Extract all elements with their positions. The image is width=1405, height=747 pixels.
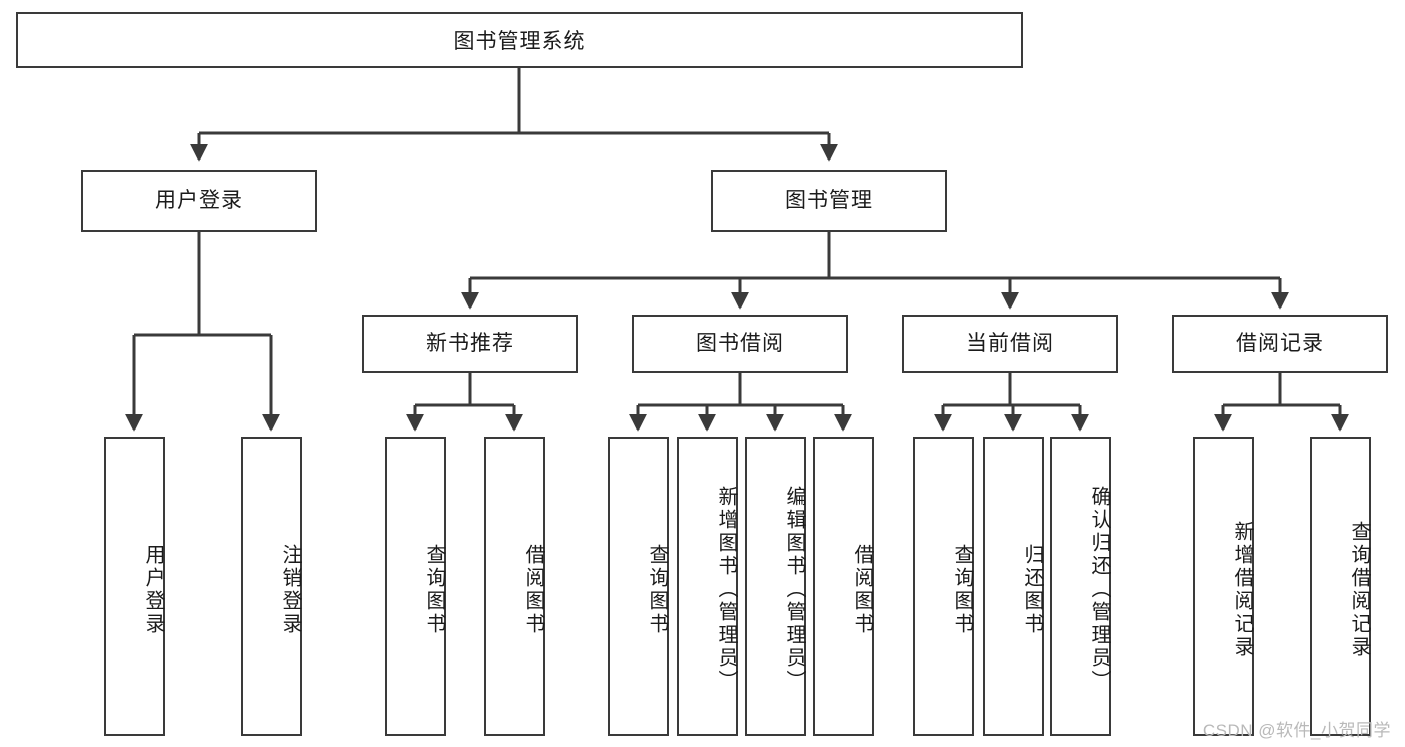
node-book-borrow-label: 图书借阅 bbox=[696, 332, 784, 356]
leaf-label: 借阅图书 bbox=[522, 543, 544, 636]
leaf-logout[interactable]: 注销登录 bbox=[241, 437, 302, 736]
leaf-label: 新增图书（管理员） bbox=[715, 486, 737, 693]
leaf-label: 归还图书 bbox=[1021, 543, 1043, 636]
node-borrow-record-label: 借阅记录 bbox=[1236, 332, 1324, 356]
leaf-add-book-admin[interactable]: 新增图书（管理员） bbox=[677, 437, 738, 736]
leaf-label: 确认归还（管理员） bbox=[1088, 486, 1110, 693]
node-borrow-record[interactable]: 借阅记录 bbox=[1172, 315, 1388, 373]
leaf-edit-book-admin[interactable]: 编辑图书（管理员） bbox=[745, 437, 806, 736]
leaf-label: 用户登录 bbox=[142, 543, 164, 636]
node-book-management[interactable]: 图书管理 bbox=[711, 170, 947, 232]
leaf-add-borrow-record[interactable]: 新增借阅记录 bbox=[1193, 437, 1254, 736]
leaf-label: 查询图书 bbox=[423, 543, 445, 636]
node-user-login[interactable]: 用户登录 bbox=[81, 170, 317, 232]
leaf-label: 注销登录 bbox=[279, 543, 301, 636]
node-book-borrow[interactable]: 图书借阅 bbox=[632, 315, 848, 373]
leaf-label: 查询借阅记录 bbox=[1348, 520, 1370, 659]
node-current-borrow-label: 当前借阅 bbox=[966, 332, 1054, 356]
leaf-label: 新增借阅记录 bbox=[1231, 520, 1253, 659]
node-current-borrow[interactable]: 当前借阅 bbox=[902, 315, 1118, 373]
leaf-borrow-book[interactable]: 借阅图书 bbox=[813, 437, 874, 736]
node-new-book-recommend-label: 新书推荐 bbox=[426, 332, 514, 356]
node-user-login-label: 用户登录 bbox=[155, 189, 243, 213]
leaf-label: 编辑图书（管理员） bbox=[783, 486, 805, 693]
node-book-management-label: 图书管理 bbox=[785, 189, 873, 213]
node-new-book-recommend[interactable]: 新书推荐 bbox=[362, 315, 578, 373]
leaf-query-book-borrow[interactable]: 查询图书 bbox=[608, 437, 669, 736]
leaf-label: 查询图书 bbox=[951, 543, 973, 636]
leaf-label: 借阅图书 bbox=[851, 543, 873, 636]
leaf-query-borrow-record[interactable]: 查询借阅记录 bbox=[1310, 437, 1371, 736]
leaf-user-login[interactable]: 用户登录 bbox=[104, 437, 165, 736]
leaf-confirm-return-admin[interactable]: 确认归还（管理员） bbox=[1050, 437, 1111, 736]
leaf-label: 查询图书 bbox=[646, 543, 668, 636]
leaf-borrow-book-recommend[interactable]: 借阅图书 bbox=[484, 437, 545, 736]
watermark: CSDN @软件_小贺同学 bbox=[1202, 721, 1391, 740]
leaf-query-book-recommend[interactable]: 查询图书 bbox=[385, 437, 446, 736]
leaf-query-book-current[interactable]: 查询图书 bbox=[913, 437, 974, 736]
node-root[interactable]: 图书管理系统 bbox=[16, 12, 1023, 68]
node-root-label: 图书管理系统 bbox=[453, 30, 586, 53]
leaf-return-book[interactable]: 归还图书 bbox=[983, 437, 1044, 736]
